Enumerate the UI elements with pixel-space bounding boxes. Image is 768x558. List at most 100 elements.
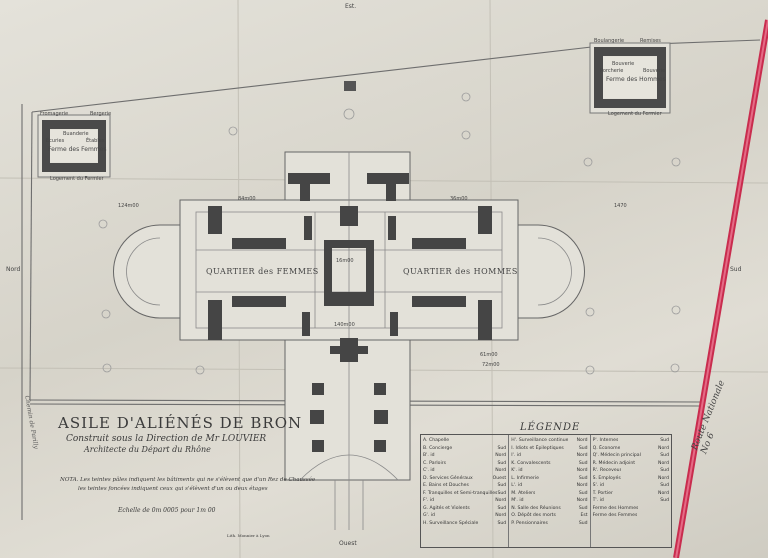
legend-entry-label: Q. Économe [592,445,621,451]
plan-title: ASILE D'ALIÉNÉS DE BRON [58,414,303,432]
legend-row: P'. Internes Sud [593,437,669,445]
quartier-femmes-label: QUARTIER des FEMMES [206,267,319,276]
legend-entry-side: Nord [658,490,669,496]
printer-mark: Lith. Monnier à Lyon [227,533,270,538]
dark-buildings [208,173,492,452]
ferme-hommes-corner-right: Remises [640,38,661,44]
legend-entry-side: Sud [578,505,588,511]
legend-entry-side: Sud [497,445,507,451]
legend-row: Q. Économe Nord [593,445,669,453]
ferme-femmes-top: Buanderie [63,131,89,137]
ferme-femmes-corner-left: Fromagerie [40,111,69,117]
quartier-hommes-label: QUARTIER des HOMMES [403,267,518,276]
ferme-hommes-title: Ferme des Hommes [606,76,666,83]
dimension-label: 16m00 [336,258,354,264]
legend-entry-side: Nord [495,513,507,518]
legend-entry-label: C. Parloirs [423,460,447,466]
legend-entry-label: S. Employés [592,475,621,481]
ferme-des-femmes-plan [37,114,111,178]
legend-entry-side: Sud [497,460,507,466]
compass-south-label: Ouest [339,540,357,547]
legend-entry-label: F'. id [423,498,435,503]
dimension-label: 84m00 [238,196,256,202]
legend-entry-side: Nord [658,475,669,481]
legend-row: F'. id Nord [423,497,506,505]
legend-entry-label: R. Médecin adjoint [592,460,636,466]
legend-entry-label: P'. Internes [592,438,619,443]
plan-nota-1: NOTA. Les teintes pâles indiquent les bâ… [60,477,316,483]
dimension-label: 72m00 [482,362,500,368]
legend-entry-side: Sud [578,475,588,481]
plan-nota-2: les teintes foncées indiquent ceux qui s… [78,486,268,492]
legend-entry-side: Ouest [492,475,507,481]
legend-entry-side: Nord [658,445,669,451]
ferme-des-hommes-plan [589,42,671,114]
legend-entry-label: L'. id [511,483,523,488]
legend-entry-label: L. Infirmerie [511,475,539,481]
legend-row: Q'. Médecin principal Sud [593,452,669,460]
legend-entry-label: T'. id [592,498,604,503]
plan-subtitle-1: Construit sous la Direction de Mr LOUVIE… [66,434,267,444]
tree-markers [98,92,681,375]
legend-entry-label: Q'. Médecin principal [592,453,641,458]
legend-entry-side: Sud [497,505,507,511]
legend-row: L. Infirmerie Sud [511,475,587,483]
compass-east-label: Sud [730,266,742,273]
compass-north-label: Est. [345,3,357,10]
forecourt-lines [299,454,399,530]
plan-scale: Echelle de 0m 0005 pour 1m 00 [118,507,216,514]
legend-entry-label: A. Chapelle [423,438,450,443]
legend-row: C. Parloirs Sud [423,460,506,468]
legend-entry-label: K'. id [511,468,523,473]
legend-entry-label: P. Pensionnaires [511,520,548,526]
legend-entry-label: H. Surveillance Spéciale [423,520,479,526]
legend-entry-label: K. Convalescents [511,460,551,466]
dimension-label: 140m00 [334,322,355,328]
legend-entry-side: Est [580,513,588,518]
dimension-label: 36m00 [450,196,468,202]
ferme-hommes-left: Porcherie [600,68,624,74]
legend-entry-side: Sud [660,453,669,458]
legend-row: Ferme des Femmes [593,512,669,520]
plan-subtitle-2: Architecte du Départ du Rhône [84,445,211,454]
legend-entry-label: R'. Receveur [592,468,622,473]
legend-entry-side: Nord [495,498,507,503]
legend-entry-side: Sud [497,483,507,488]
legend-entry-side: Nord [495,468,507,473]
legend-entry-label: D. Services Généraux [423,475,473,481]
legend-entry-label: M. Ateliers [511,490,536,496]
legend-entry-side: Sud [497,520,507,526]
legend-row: D. Services Généraux Ouest [423,475,506,483]
asylum-main-block [113,151,585,481]
legend-entry-side: Sud [497,490,507,496]
legend-entry-label: Ferme des Hommes [592,505,639,511]
legend-row: B. Concierge Sud [423,445,506,453]
legend-entry-label: B. Concierge [423,445,453,451]
depot-des-morts [344,81,356,91]
legend-entry-label: I. Idiots et Épileptiques [511,445,564,451]
legend-row: L'. id Nord [511,482,587,490]
legend-entry-side: Nord [576,483,588,488]
ferme-femmes-bottom: Logement du Fermier [50,176,104,182]
legend-entry-side: Nord [576,468,588,473]
route-nationale [673,19,768,558]
legend-entry-side: Sud [578,520,588,526]
legend-entry-side: Sud [660,438,669,443]
dimension-label: 124m00 [118,203,139,209]
